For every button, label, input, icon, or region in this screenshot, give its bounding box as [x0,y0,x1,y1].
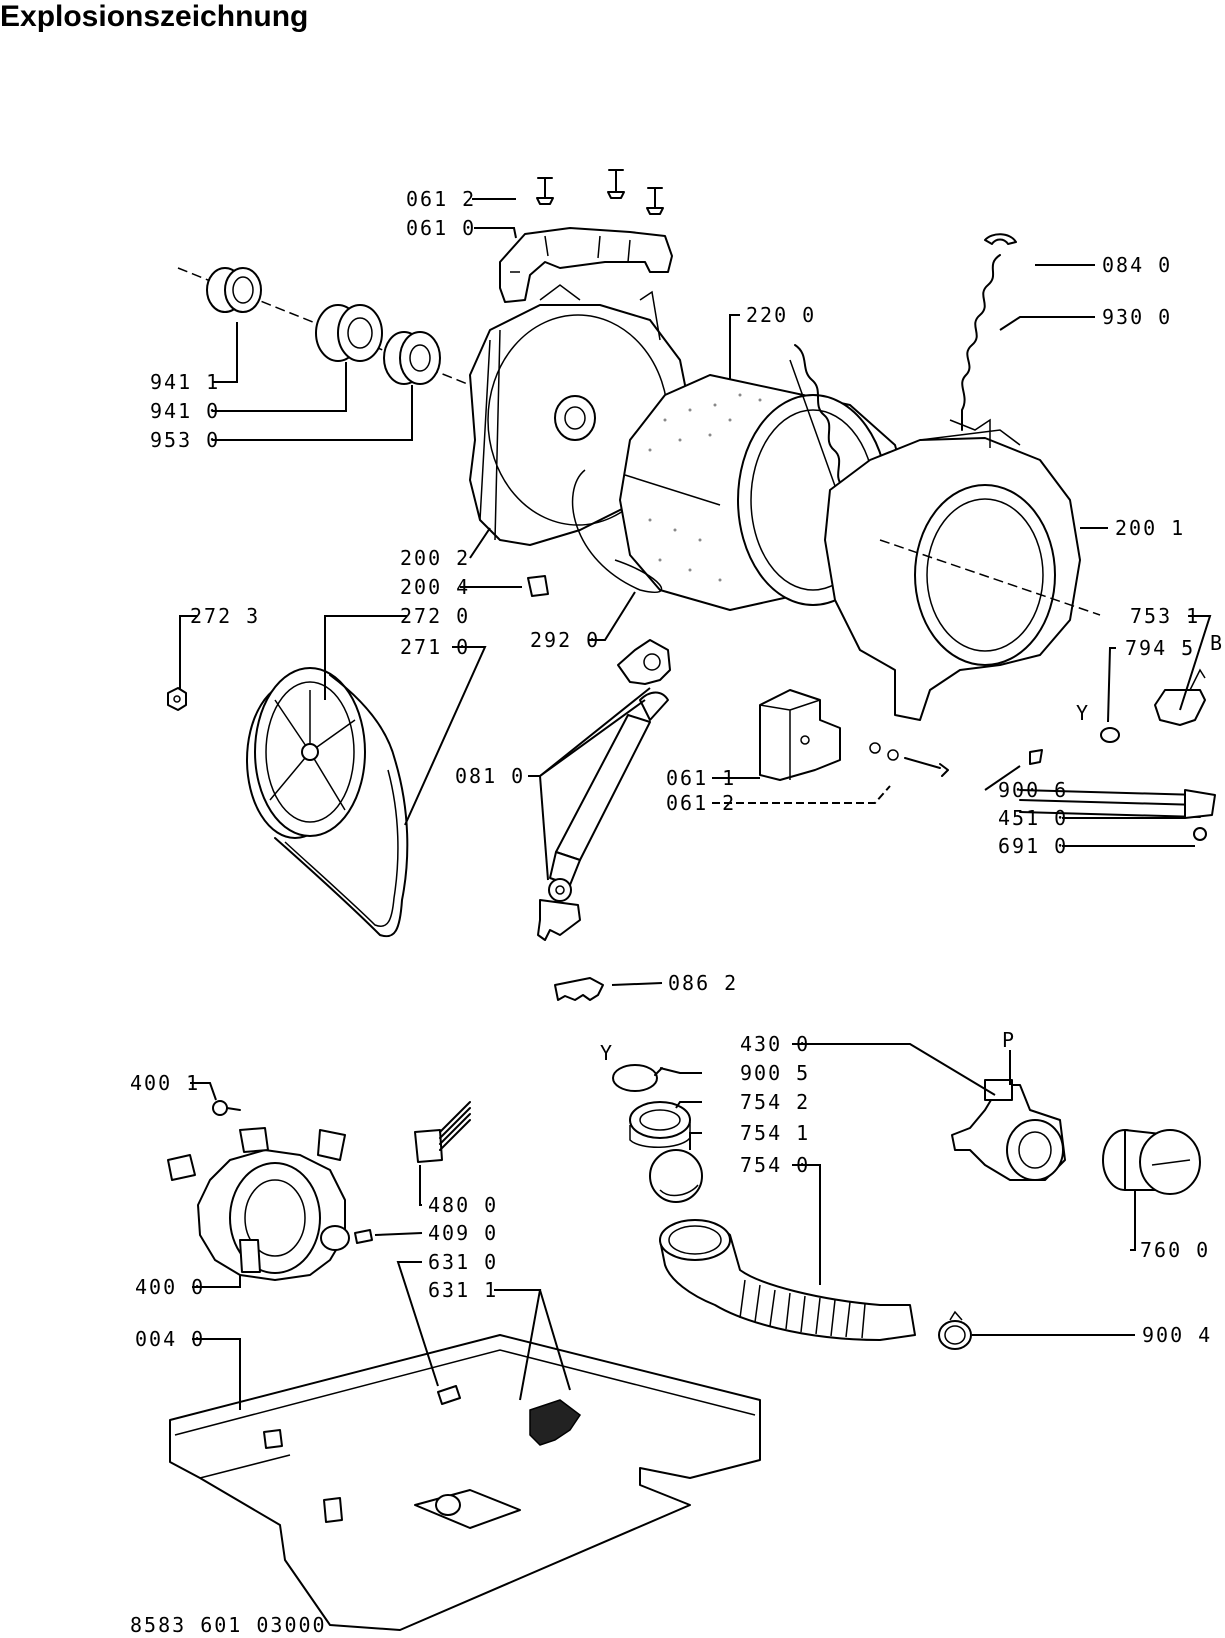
label-0862: 086 2 [668,971,738,995]
label-7945: 794 5 [1125,636,1195,660]
label-2920: 292 0 [530,628,600,652]
label-4300: 430 0 [740,1032,810,1056]
label-9530: 953 0 [150,428,220,452]
label-4000: 400 0 [135,1275,205,1299]
pump-filter [1102,1129,1201,1195]
label-4800: 480 0 [428,1193,498,1217]
label-7542: 754 2 [740,1090,810,1114]
label-0840: 084 0 [1102,253,1172,277]
label-9004: 900 4 [1142,1323,1212,1347]
tub-seal-ring [571,469,663,594]
part-labels: 061 2 061 0 084 0 930 0 220 0 941 1 941 … [130,187,1224,1637]
shock-clip [554,977,604,1001]
label-2001: 200 1 [1115,516,1185,540]
label-2723: 272 3 [190,604,260,628]
marker-b: B [1210,631,1224,655]
suspension-spring-left [789,344,851,521]
base-plate [169,1334,761,1631]
label-9005: 900 5 [740,1061,810,1085]
label-7600: 760 0 [1140,1238,1210,1262]
document-number: 8583 601 03000 [130,1613,327,1637]
label-2710: 271 0 [400,635,470,659]
label-7531: 753 1 [1130,604,1200,628]
pulley-nut [167,687,187,711]
marker-p: P [1002,1028,1016,1052]
counterweight-block [759,689,949,781]
label-2002: 200 2 [400,546,470,570]
heating-element [1019,789,1216,819]
label-6310: 631 0 [428,1250,498,1274]
leader-lines [179,198,1212,1410]
drain-ball [649,1149,703,1203]
heater-gasket [1100,727,1120,743]
drive-pulley [246,667,366,839]
label-0810: 081 0 [455,764,525,788]
label-0611: 061 1 [666,766,736,790]
label-0612-top: 061 2 [406,187,476,211]
heater-bracket [1154,668,1206,726]
hose-clamp-ring [612,1064,663,1092]
label-2200: 220 0 [746,303,816,327]
marker-y-top: Y [1076,701,1090,725]
label-0610: 061 0 [406,216,476,240]
label-9411: 941 1 [150,370,220,394]
motor [167,1127,350,1281]
tub-clip [527,575,549,597]
front-tub-half [824,418,1101,721]
heater-nut [1193,827,1207,841]
suspension-spring-right [961,233,1017,431]
page-title: Explosionszeichnung [0,0,309,33]
counterweight-part [499,227,673,303]
label-6910: 691 0 [998,834,1068,858]
motor-connector [414,1101,471,1163]
label-9006: 900 6 [998,778,1068,802]
label-7541: 754 1 [740,1121,810,1145]
heater-clip [1029,749,1043,765]
label-9300: 930 0 [1102,305,1172,329]
shock-absorber [537,639,671,941]
bearings [177,267,471,386]
label-4510: 451 0 [998,806,1068,830]
motor-brush [354,1229,373,1244]
marker-y-bottom: Y [600,1041,614,1065]
counterweight-screws [536,169,664,215]
drain-pump [951,1079,1066,1181]
label-2720: 272 0 [400,604,470,628]
label-7540: 754 0 [740,1153,810,1177]
label-4001: 400 1 [130,1071,200,1095]
label-0040: 004 0 [135,1327,205,1351]
drive-belt [274,674,409,938]
hose-clamp [938,1310,972,1350]
label-9410: 941 0 [150,399,220,423]
motor-screw [212,1100,241,1116]
label-0612-mid: 061 2 [666,791,736,815]
label-4090: 409 0 [428,1221,498,1245]
ball-valve-ring [629,1101,691,1148]
label-2004: 200 4 [400,575,470,599]
label-6311: 631 1 [428,1278,498,1302]
drain-hose [659,1219,916,1341]
